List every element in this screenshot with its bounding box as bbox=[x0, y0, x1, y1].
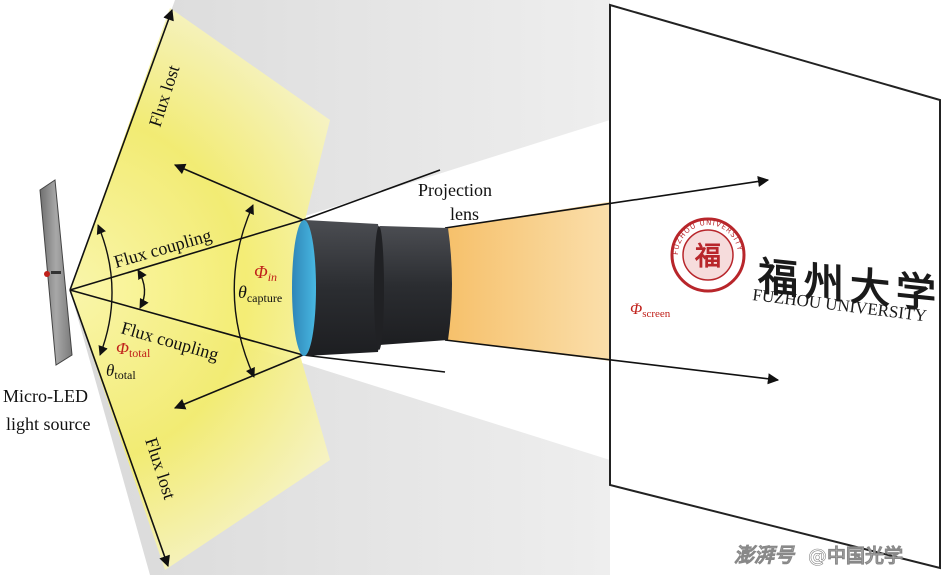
label-theta-capture: θcapture bbox=[238, 282, 282, 305]
emission-cone bbox=[70, 8, 330, 570]
ray-lower-lens bbox=[302, 354, 446, 373]
watermark-brand: 澎湃号 bbox=[734, 543, 796, 567]
watermark-account: @中国光学 bbox=[808, 544, 903, 567]
arc-coupling-inner bbox=[137, 269, 149, 309]
label-phi-total: Φtotal bbox=[116, 339, 151, 360]
ray-lower-diverge bbox=[173, 354, 304, 410]
arc-theta-capture bbox=[233, 204, 255, 378]
ray-coupling-bottom bbox=[69, 289, 304, 356]
projection-lens bbox=[292, 220, 452, 356]
ray-out-bottom bbox=[444, 339, 780, 385]
micro-led-mark bbox=[51, 271, 61, 274]
label-projection-lens-2: lens bbox=[450, 204, 479, 224]
label-source-2: light source bbox=[6, 414, 90, 434]
ray-upper-diverge bbox=[173, 163, 304, 221]
label-phi-in: Φin bbox=[254, 262, 277, 284]
micro-led-emitter bbox=[44, 271, 50, 277]
projection-screen bbox=[609, 3, 941, 570]
label-theta-total: θtotal bbox=[106, 361, 136, 382]
label-projection-lens-1: Projection bbox=[418, 180, 492, 200]
label-phi-screen: Φscreen bbox=[630, 301, 671, 320]
lens-front-face bbox=[292, 220, 316, 356]
watermark: 澎湃号 @中国光学 bbox=[734, 543, 904, 568]
logo-center-char: 福 bbox=[694, 242, 721, 271]
ray-flux-lost-top bbox=[69, 8, 174, 291]
ray-flux-lost-bottom bbox=[69, 289, 170, 568]
ray-out-top bbox=[444, 175, 770, 229]
ray-upper-lens bbox=[302, 169, 441, 221]
ray-coupling-top bbox=[69, 219, 304, 291]
label-source-1: Micro-LED bbox=[3, 386, 88, 406]
arc-theta-total bbox=[96, 224, 113, 356]
